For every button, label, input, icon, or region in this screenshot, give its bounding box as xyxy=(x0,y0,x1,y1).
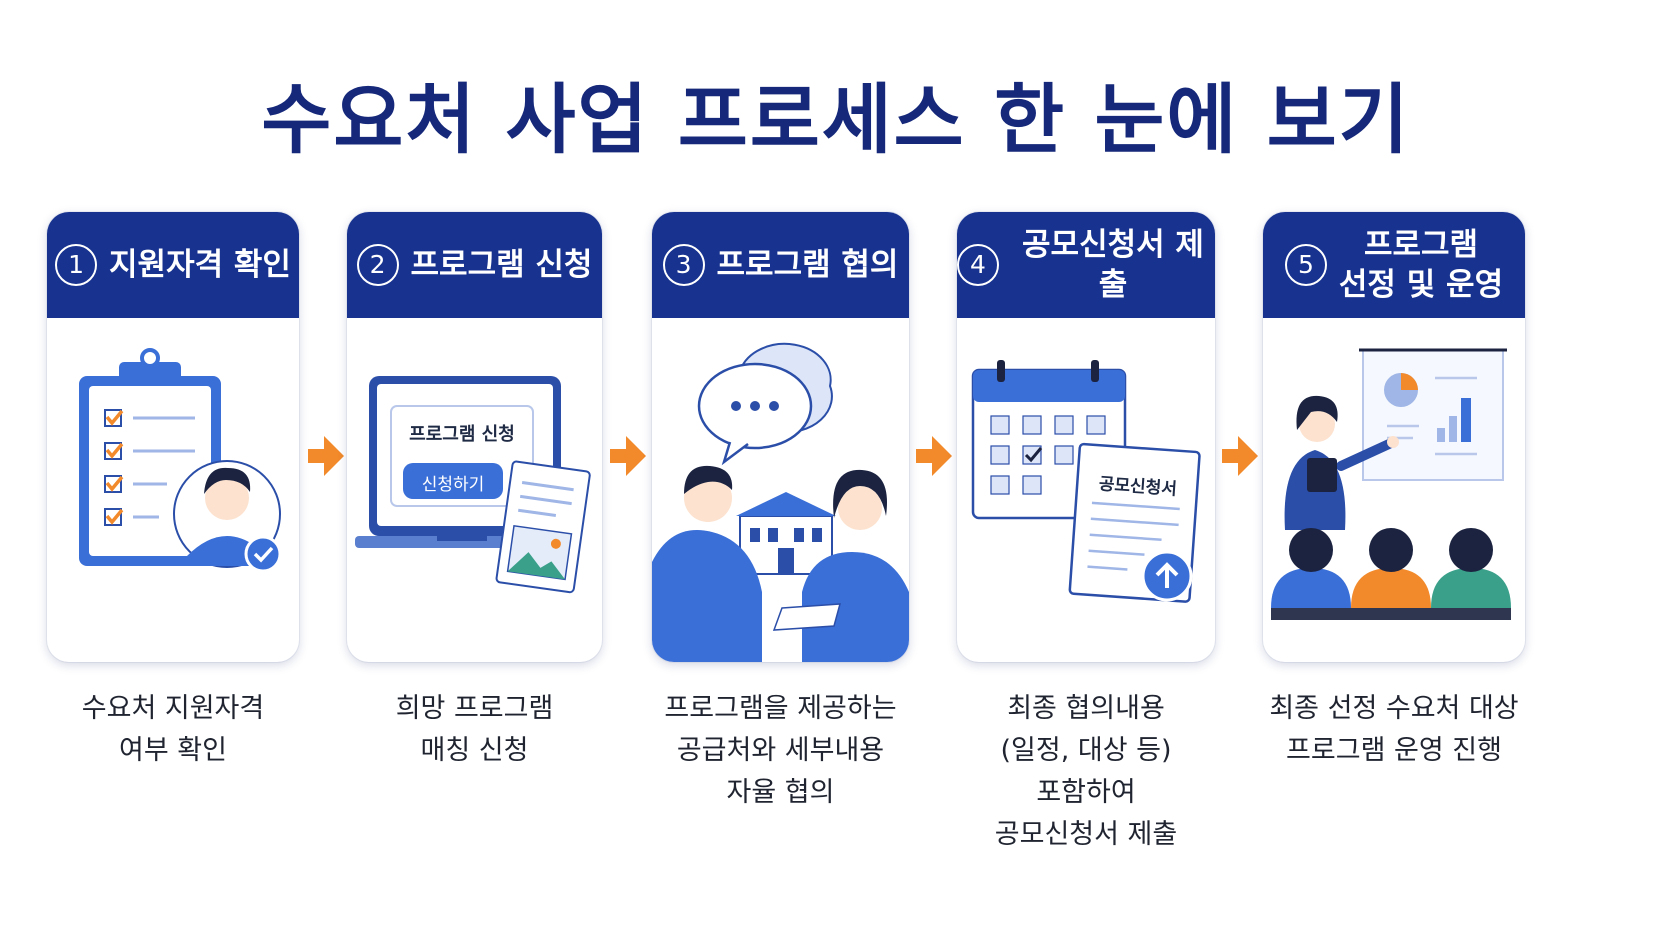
laptop-application-icon: 프로그램 신청 신청하기 xyxy=(347,318,602,662)
step-number-1: 1 xyxy=(55,244,98,286)
page-title: 수요처 사업 프로세스 한 눈에 보기 xyxy=(261,75,1411,164)
step-description-4: 최종 협의내용 (일정, 대상 등) 포함하여 공모신청서 제출 xyxy=(994,693,1178,850)
step-description-5: 최종 선정 수요처 대상 프로그램 운영 진행 xyxy=(1269,693,1519,766)
step-number-3: 3 xyxy=(662,244,705,286)
step-card-5: 5 프로그램 선정 및 운영 xyxy=(1263,212,1525,662)
step-number-4: 4 xyxy=(957,244,999,286)
presentation-audience-icon xyxy=(1263,318,1525,662)
calendar-document-upload-icon: 공모신청서 xyxy=(957,318,1215,662)
apply-button: 신청하기 xyxy=(421,475,485,495)
step-card-3: 3 프로그램 협의 xyxy=(652,212,909,662)
step-title-2: 프로그램 신청 xyxy=(410,246,593,283)
step-description-3: 프로그램을 제공하는 공급처와 세부내용 자율 협의 xyxy=(664,693,897,808)
step-header-2: 2 프로그램 신청 xyxy=(347,212,602,318)
clipboard-checklist-person-icon xyxy=(47,318,299,662)
arrow-right-icon xyxy=(610,436,646,476)
step-header-3: 3 프로그램 협의 xyxy=(652,212,909,318)
step-title-4: 공모신청서 제출 xyxy=(1022,226,1204,303)
step-title-3: 프로그램 협의 xyxy=(716,246,899,283)
step-card-2: 2 프로그램 신청 프로그램 신청 신청하기 xyxy=(347,212,602,662)
meeting-discussion-icon xyxy=(652,318,909,662)
step-description-2: 희망 프로그램 매칭 신청 xyxy=(395,693,554,766)
document-image-icon xyxy=(495,460,591,594)
step-header-5: 5 프로그램 선정 및 운영 xyxy=(1263,212,1525,318)
step-card-1: 1 지원자격 확인 xyxy=(47,212,299,662)
step-number-2: 2 xyxy=(356,244,399,286)
laptop-screen-title: 프로그램 신청 xyxy=(409,424,515,445)
step-header-4: 4 공모신청서 제출 xyxy=(957,212,1215,318)
step-title-5: 프로그램 선정 및 운영 xyxy=(1338,226,1504,303)
arrow-right-icon xyxy=(1222,436,1258,476)
arrow-right-icon xyxy=(308,436,344,476)
step-card-4: 4 공모신청서 제출 xyxy=(957,212,1215,662)
step-description-1: 수요처 지원자격 여부 확인 xyxy=(81,693,265,766)
step-header-1: 1 지원자격 확인 xyxy=(47,212,299,318)
step-title-1: 지원자격 확인 xyxy=(109,246,291,283)
arrow-right-icon xyxy=(916,436,952,476)
step-number-5: 5 xyxy=(1284,244,1327,286)
